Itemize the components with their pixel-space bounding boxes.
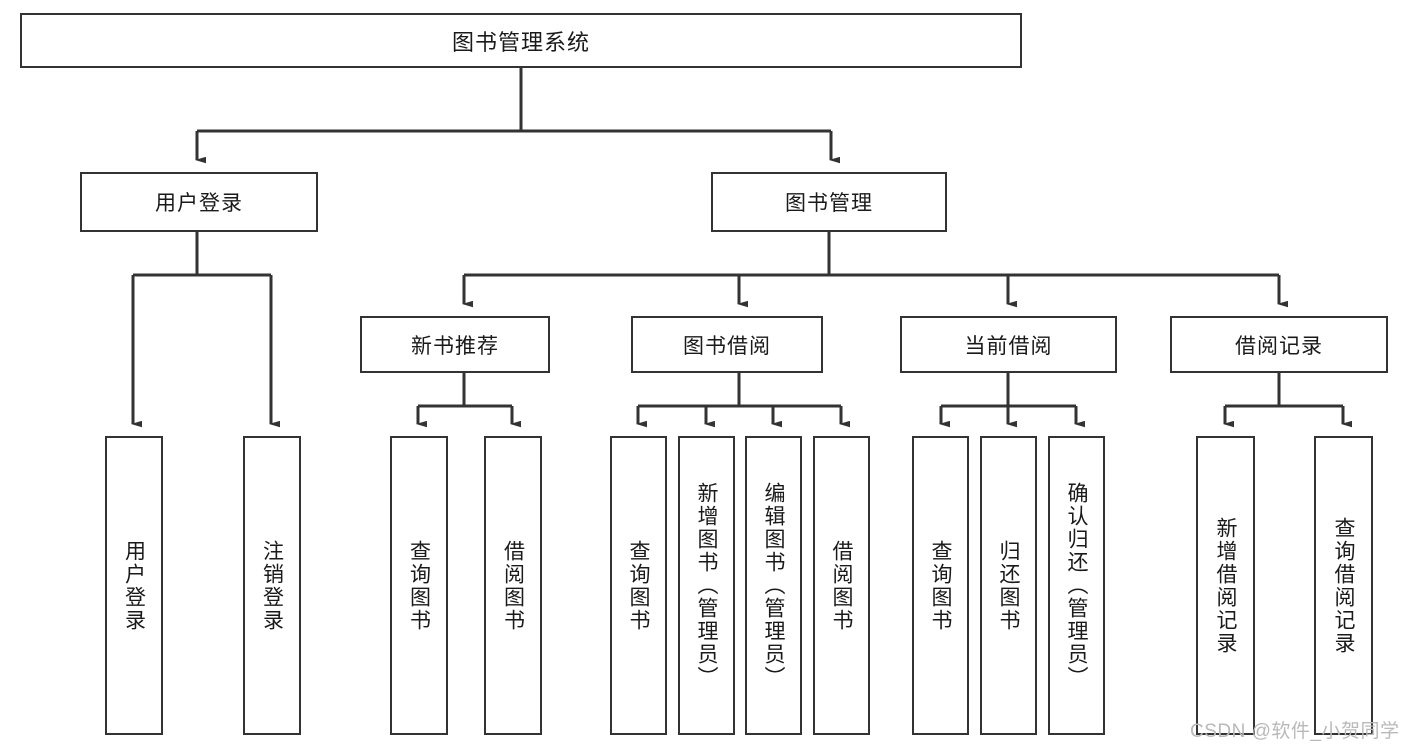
node-label: 查询图书	[929, 539, 952, 632]
leaf-user-login-signin[interactable]: 用户登录	[105, 436, 163, 735]
leaf-borrow-record-query[interactable]: 查询借阅记录	[1314, 436, 1373, 735]
node-label: 归还图书	[997, 539, 1020, 632]
leaf-current-borrow-confirm-return[interactable]: 确认归还（管理员）	[1048, 436, 1105, 735]
node-label: 查询借阅记录	[1332, 516, 1355, 655]
node-book-management[interactable]: 图书管理	[711, 172, 947, 232]
csdn-watermark: CSDN @软件_小贺同学	[1190, 721, 1400, 742]
node-label: 图书管理系统	[451, 29, 590, 55]
leaf-current-borrow-return[interactable]: 归还图书	[980, 436, 1037, 735]
node-label: 查询图书	[407, 539, 431, 632]
node-label: 当前借阅	[964, 334, 1053, 358]
leaf-book-borrow-query[interactable]: 查询图书	[610, 436, 667, 735]
node-label: 新增借阅记录	[1214, 516, 1237, 655]
node-user-login[interactable]: 用户登录	[80, 172, 318, 232]
node-current-borrow[interactable]: 当前借阅	[900, 316, 1117, 373]
leaf-borrow-record-add[interactable]: 新增借阅记录	[1196, 436, 1255, 735]
node-label: 确认归还（管理员）	[1065, 482, 1088, 689]
leaf-book-borrow-add[interactable]: 新增图书（管理员）	[678, 436, 735, 735]
node-root-system[interactable]: 图书管理系统	[20, 13, 1022, 68]
node-label: 编辑图书（管理员）	[762, 482, 785, 689]
leaf-user-login-signout[interactable]: 注销登录	[243, 436, 301, 735]
leaf-book-borrow-borrow[interactable]: 借阅图书	[813, 436, 870, 735]
node-borrow-record[interactable]: 借阅记录	[1170, 316, 1388, 373]
node-label: 借阅图书	[830, 539, 853, 632]
node-label: 新增图书（管理员）	[695, 482, 718, 689]
node-label: 借阅图书	[501, 539, 525, 632]
node-label: 用户登录	[155, 192, 243, 215]
leaf-current-borrow-query[interactable]: 查询图书	[912, 436, 969, 735]
node-label: 图书管理	[785, 192, 873, 215]
node-label: 注销登录	[260, 539, 284, 632]
node-label: 图书借阅	[683, 334, 771, 358]
node-label: 新书推荐	[411, 334, 499, 358]
node-label: 查询图书	[627, 539, 650, 632]
node-book-borrow[interactable]: 图书借阅	[631, 316, 823, 373]
node-label: 用户登录	[122, 539, 146, 632]
node-label: 借阅记录	[1235, 334, 1323, 358]
leaf-book-borrow-edit[interactable]: 编辑图书（管理员）	[745, 436, 802, 735]
leaf-new-book-query[interactable]: 查询图书	[390, 436, 448, 735]
leaf-new-book-borrow[interactable]: 借阅图书	[484, 436, 542, 735]
node-new-book-recommend[interactable]: 新书推荐	[360, 316, 550, 373]
